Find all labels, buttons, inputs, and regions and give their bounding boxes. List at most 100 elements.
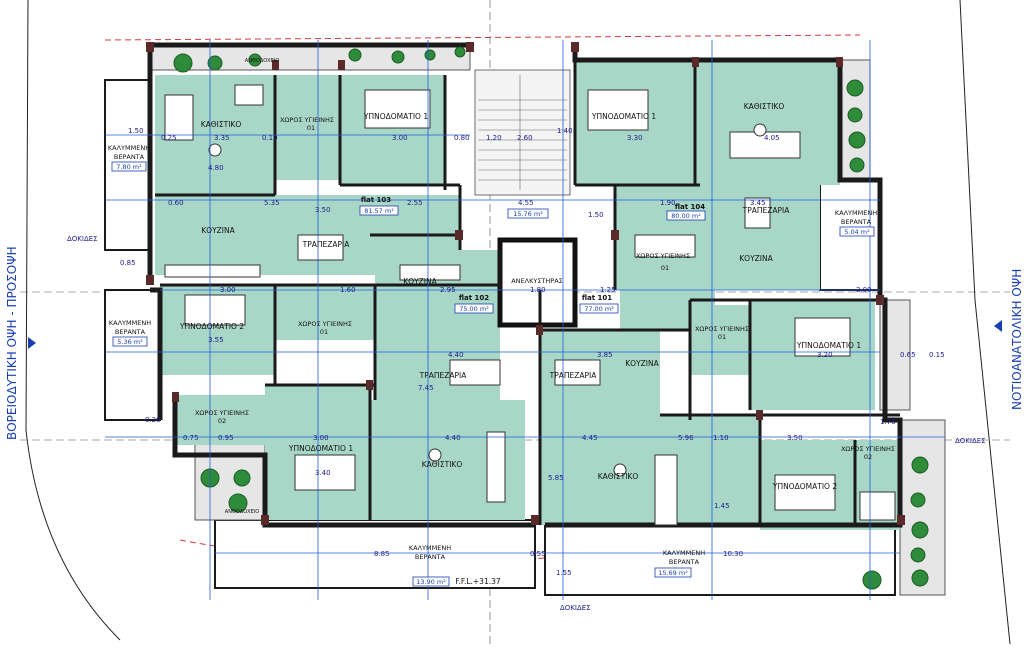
svg-text:3.00: 3.00 — [313, 434, 329, 442]
room-bath-104-no: 01 — [661, 264, 669, 272]
bathroom-103 — [275, 75, 340, 180]
living-room-104 — [695, 60, 840, 185]
svg-text:7.45: 7.45 — [418, 384, 434, 392]
bathroom-102 — [275, 285, 375, 340]
room-living-104: ΚΑΘΙΣΤΙΚΟ — [744, 102, 785, 111]
flat-103-area: 81.57 m² — [364, 207, 394, 215]
svg-text:1.10: 1.10 — [713, 434, 729, 442]
site-boundary-left — [25, 0, 121, 641]
flat-102-area: 75.00 m² — [459, 305, 489, 313]
room-kitchen-101: ΚΟΥΖΙΝΑ — [625, 359, 659, 368]
veranda-br-area-box — [654, 567, 692, 578]
room-dining-103: ΤΡΑΠΕΖΑΡΙΑ — [302, 240, 351, 249]
room-bath2-101-no: 02 — [864, 453, 872, 461]
svg-text:4.80: 4.80 — [208, 164, 224, 172]
svg-text:0.65: 0.65 — [900, 351, 916, 359]
svg-text:8.85: 8.85 — [374, 550, 390, 558]
veranda-ml-line1: ΚΑΛΥΜΜΕΝΗ — [109, 319, 151, 327]
veranda-r-area-box — [839, 226, 875, 237]
svg-text:3.00: 3.00 — [220, 286, 236, 294]
site-boundary-right — [959, 0, 1011, 645]
veranda-bl-line1: ΚΑΛΥΜΜΕΝΗ — [409, 544, 451, 552]
svg-text:3.35: 3.35 — [214, 134, 230, 142]
veranda-bl-area: 13.90 m² — [416, 578, 446, 586]
room-bed1-101: ΥΠΝΟΔΟΜΑΤΙΟ 1 — [796, 341, 861, 350]
svg-text:3.55: 3.55 — [208, 336, 224, 344]
flat-103-label: flat 103 — [361, 196, 391, 204]
svg-text:5.85: 5.85 — [548, 474, 564, 482]
svg-text:3.85: 3.85 — [597, 351, 613, 359]
svg-text:0.15: 0.15 — [929, 351, 945, 359]
veranda-tl-area: 7.80 m² — [116, 163, 142, 171]
stair-area: 15.76 m² — [513, 210, 543, 218]
svg-text:3.50: 3.50 — [787, 434, 803, 442]
room-dining-101: ΤΡΑΠΕΖΑΡΙΑ — [549, 371, 598, 380]
veranda-bl-line2: ΒΕΡΑΝΤΑ — [415, 553, 446, 561]
beams-label-left: ΔΟΚΙΔΕΣ — [67, 235, 98, 243]
svg-text:1.45: 1.45 — [714, 502, 730, 510]
veranda-br-area: 15.69 m² — [658, 569, 688, 577]
bedroom-1-102 — [265, 385, 370, 520]
veranda-br-line2: ΒΕΡΑΝΤΑ — [669, 558, 700, 566]
facade-arrow-left — [28, 337, 36, 349]
room-bath-104: ΧΩΡΟΣ ΥΓΙΕΙΝΗΣ — [636, 252, 690, 260]
svg-text:1.80: 1.80 — [530, 286, 546, 294]
facade-northwest: ΒΟΡΕΙΟΔΥΤΙΚΗ ΟΨΗ - ΠΡΟΣΟΨΗ — [5, 246, 19, 440]
room-bath-101: ΧΩΡΟΣ ΥΓΙΕΙΝΗΣ — [695, 325, 749, 333]
svg-text:2.60: 2.60 — [517, 134, 533, 142]
furniture — [164, 84, 896, 526]
room-bath-102-no: 01 — [320, 328, 328, 336]
room-dining-104: ΤΡΑΠΕΖΑΡΙΑ — [742, 206, 791, 215]
room-bath-101-no: 01 — [718, 333, 726, 341]
room-bed1-102: ΥΠΝΟΔΟΜΑΤΙΟ 1 — [288, 444, 353, 453]
planter-bottom-right — [899, 419, 946, 596]
planter-top — [149, 44, 471, 71]
svg-text:10.30: 10.30 — [723, 550, 743, 558]
room-bed1-103: ΥΠΝΟΔΟΜΑΤΙΟ 1 — [363, 112, 428, 121]
room-bath-102: ΧΩΡΟΣ ΥΓΙΕΙΝΗΣ — [298, 320, 352, 328]
svg-text:5.96: 5.96 — [678, 434, 694, 442]
lift-shaft — [497, 237, 578, 328]
flat-102-label: flat 102 — [459, 294, 489, 302]
room-dining-102: ΤΡΑΠΕΖΑΡΙΑ — [419, 371, 468, 380]
svg-text:4.40: 4.40 — [445, 434, 461, 442]
veranda-bl-area-box — [412, 576, 450, 587]
room-bath2-102: ΧΩΡΟΣ ΥΓΙΕΙΝΗΣ — [195, 409, 249, 417]
svg-text:0.20: 0.20 — [145, 416, 161, 424]
room-living-101: ΚΑΘΙΣΤΙΚΟ — [598, 472, 639, 481]
veranda-tl-line1: ΚΑΛΥΜΜΕΝΗ — [108, 144, 150, 152]
structural-columns — [146, 42, 905, 525]
flat-101-area-box — [579, 303, 619, 314]
bathroom-101 — [690, 305, 750, 375]
svg-text:3.30: 3.30 — [627, 134, 643, 142]
svg-text:2.00: 2.00 — [856, 286, 872, 294]
svg-text:0.80: 0.80 — [454, 134, 470, 142]
room-bath2-102-no: 02 — [218, 417, 226, 425]
stair-area-box — [507, 208, 549, 219]
svg-text:1.55: 1.55 — [556, 569, 572, 577]
stair-treads — [478, 75, 567, 190]
svg-text:0.25: 0.25 — [161, 134, 177, 142]
veranda-tl-area-box — [111, 161, 147, 172]
flat-104-area: 80.00 m² — [671, 212, 701, 220]
veranda-br-line1: ΚΑΛΥΜΜΕΝΗ — [663, 549, 705, 557]
room-bed1-104: ΥΠΝΟΔΟΜΑΤΙΟ 1 — [591, 112, 656, 121]
svg-text:1.90: 1.90 — [660, 199, 676, 207]
svg-text:0.55: 0.55 — [530, 550, 546, 558]
room-lift: ΑΝΕΛΚΥΣΤΗΡΑΣ — [511, 277, 563, 285]
svg-text:0.75: 0.75 — [183, 434, 199, 442]
svg-text:3.50: 3.50 — [315, 206, 331, 214]
veranda-ml-area-box — [112, 336, 148, 347]
room-kitchen-102: ΚΟΥΖΙΝΑ — [403, 277, 437, 286]
svg-text:0.60: 0.60 — [168, 199, 184, 207]
dimension-texts: 1.50 0.25 3.35 0.10 3.00 0.80 1.20 2.60 … — [120, 127, 945, 577]
staircase — [474, 69, 571, 196]
svg-text:4.55: 4.55 — [518, 199, 534, 207]
svg-text:1.50: 1.50 — [128, 127, 144, 135]
svg-text:4.40: 4.40 — [448, 351, 464, 359]
dimension-lines — [105, 40, 945, 600]
svg-text:1.60: 1.60 — [340, 286, 356, 294]
room-bath-103-no: 01 — [307, 124, 315, 132]
veranda-mid-left — [104, 289, 161, 421]
